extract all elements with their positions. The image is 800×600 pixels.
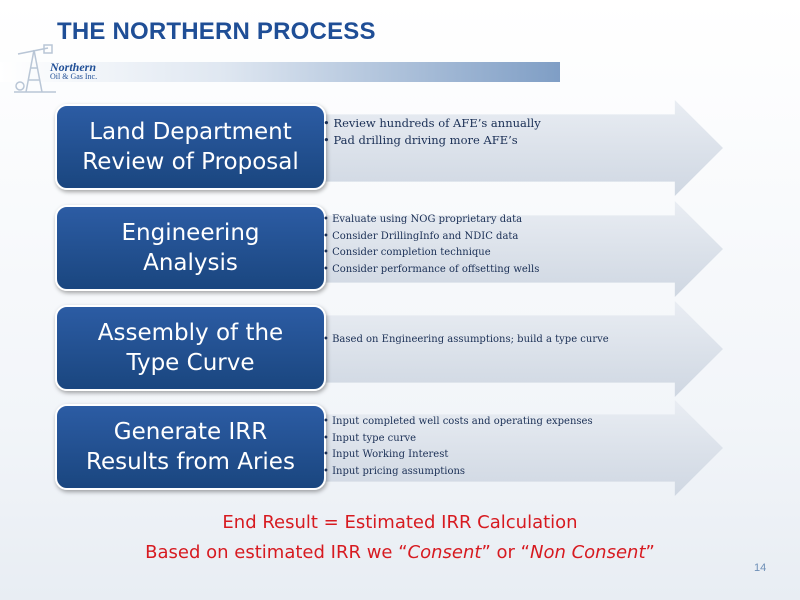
oil-derrick-logo-icon — [14, 44, 56, 93]
bullet: Pad drilling driving more AFE’s — [323, 132, 541, 149]
slide-title: THE NORTHERN PROCESS — [57, 18, 376, 45]
bullet: Input Working Interest — [323, 447, 593, 464]
non-consent-text: Non Consent — [529, 542, 646, 563]
step-4-box: Generate IRR Results from Aries — [55, 404, 326, 490]
step-3-arrow — [285, 301, 723, 397]
consent-prefix: Based on estimated IRR we “ — [145, 542, 408, 563]
bullet: Consider performance of offsetting wells — [323, 262, 539, 279]
step-1-bullets: Review hundreds of AFE’s annually Pad dr… — [323, 115, 541, 149]
step-3-label-line2: Type Curve — [126, 350, 255, 376]
consent-line: Based on estimated IRR we “Consent” or “… — [0, 542, 800, 563]
step-2-label-line1: Engineering — [121, 220, 260, 246]
logo-subname: Oil & Gas Inc. — [50, 72, 98, 81]
logo-name: Northern — [50, 60, 97, 74]
step-4-label-line1: Generate IRR — [113, 419, 268, 445]
company-logo-text: Northern Oil & Gas Inc. — [50, 60, 98, 82]
bullet: Based on Engineering assumptions; build … — [323, 332, 609, 349]
bullet: Review hundreds of AFE’s annually — [323, 115, 540, 132]
step-2-label-line2: Analysis — [143, 250, 238, 276]
step-3-box: Assembly of the Type Curve — [55, 305, 326, 391]
bullet: Evaluate using NOG proprietary data — [323, 212, 539, 229]
consent-suffix: ” — [645, 542, 655, 563]
step-4-bullets: Input completed well costs and operating… — [323, 414, 593, 480]
step-2-bullets: Evaluate using NOG proprietary data Cons… — [323, 212, 539, 278]
step-4-label-line2: Results from Aries — [86, 449, 295, 475]
bullet: Consider completion technique — [323, 245, 539, 262]
consent-text: Consent — [407, 542, 482, 563]
page-number: 14 — [754, 562, 767, 574]
bullet: Input pricing assumptions — [323, 464, 593, 481]
bullet: Input type curve — [323, 431, 593, 448]
bullet: Input completed well costs and operating… — [323, 414, 593, 431]
end-result-line: End Result = Estimated IRR Calculation — [222, 512, 578, 533]
consent-middle: ” or “ — [481, 542, 530, 563]
step-3-label-line1: Assembly of the — [97, 320, 284, 346]
step-1-label-line1: Land Department — [89, 119, 292, 145]
step-1-box: Land Department Review of Proposal — [55, 104, 326, 190]
step-1-label-line2: Review of Proposal — [82, 149, 299, 175]
step-2-box: Engineering Analysis — [55, 205, 326, 291]
title-underline-bar — [0, 62, 560, 82]
step-3-bullets: Based on Engineering assumptions; build … — [323, 332, 609, 349]
bullet: Consider DrillingInfo and NDIC data — [323, 229, 539, 246]
